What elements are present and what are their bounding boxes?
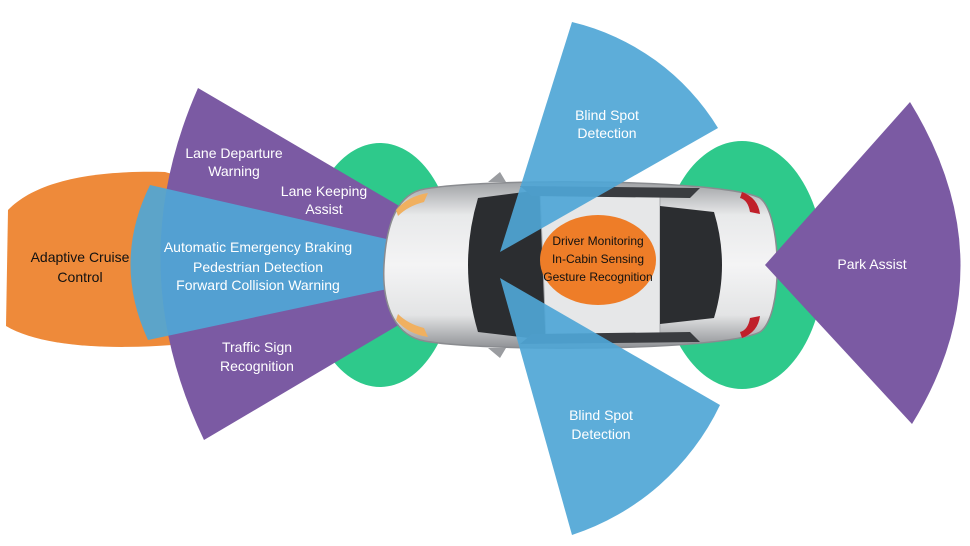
left-mirror: [488, 172, 506, 182]
label-cabin-1: Driver Monitoring: [552, 234, 643, 248]
label-lane-departure-1: Lane Departure: [185, 145, 283, 161]
label-adaptive-cruise-2: Control: [57, 269, 102, 285]
blind-spot-zone-top: [500, 22, 718, 252]
label-blind-spot-bottom-2: Detection: [571, 426, 630, 442]
label-cabin-3: Gesture Recognition: [543, 270, 652, 284]
label-fcw: Forward Collision Warning: [176, 277, 340, 293]
label-traffic-sign-1: Traffic Sign: [222, 339, 292, 355]
taillight-bottom: [740, 316, 760, 338]
front-radar-zone: [130, 185, 500, 340]
label-park-assist: Park Assist: [837, 256, 906, 272]
cabin-sensing-zone: [540, 215, 656, 305]
label-lane-departure-2: Warning: [208, 163, 260, 179]
label-aeb: Automatic Emergency Braking: [164, 239, 352, 255]
label-blind-spot-bottom-1: Blind Spot: [569, 407, 633, 423]
label-cabin-2: In-Cabin Sensing: [552, 252, 644, 266]
label-pedestrian: Pedestrian Detection: [193, 259, 323, 275]
label-lane-keeping-1: Lane Keeping: [281, 183, 367, 199]
blind-spot-zone-bottom: [500, 278, 720, 535]
label-blind-spot-top-1: Blind Spot: [575, 107, 639, 123]
rear-window: [660, 206, 722, 324]
adaptive-cruise-zone-fan: [6, 171, 172, 347]
headlight-bottom: [396, 314, 428, 337]
label-blind-spot-top-2: Detection: [577, 125, 636, 141]
label-traffic-sign-2: Recognition: [220, 358, 294, 374]
taillight-top: [740, 192, 760, 214]
label-adaptive-cruise-1: Adaptive Cruise: [31, 249, 130, 265]
right-mirror: [488, 348, 506, 358]
label-lane-keeping-2: Assist: [305, 201, 342, 217]
headlight-top: [396, 193, 428, 216]
park-assist-zone: [765, 102, 961, 424]
